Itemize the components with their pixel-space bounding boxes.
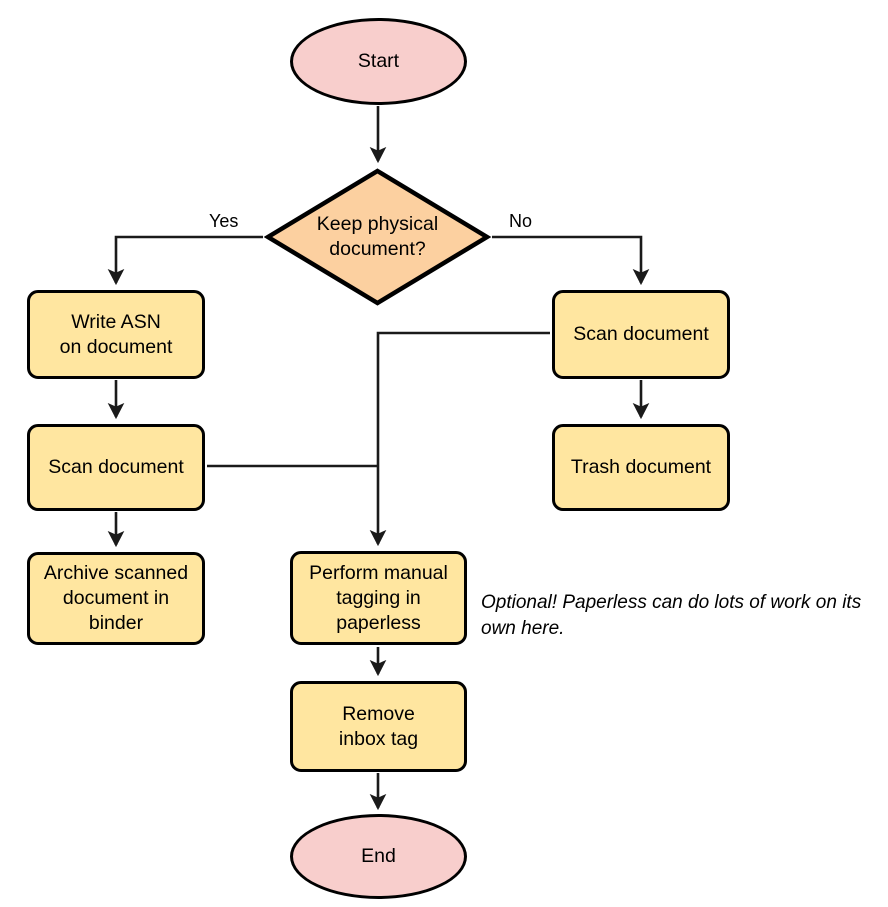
node-decision-keep-physical-document[interactable]: Keep physical document? [263,168,492,306]
edge-decision-yes-to-write-asn [107,235,263,286]
node-end[interactable]: End [290,814,467,899]
node-write-asn-on-document[interactable]: Write ASN on document [27,290,205,379]
node-scan-document-right[interactable]: Scan document [552,290,730,379]
edge-scan-right-to-tagging [369,331,550,547]
node-scan-document-left[interactable]: Scan document [27,424,205,511]
node-decision-label: Keep physical document? [316,213,439,260]
node-start[interactable]: Start [290,18,467,105]
annotation-optional-note: Optional! Paperless can do lots of work … [481,592,862,639]
node-perform-manual-tagging-in-paperless[interactable]: Perform manual tagging in paperless [290,551,467,645]
node-archive-scanned-document-in-binder[interactable]: Archive scanned document in binder [27,552,205,645]
edge-label-no: No [509,211,533,231]
edge-label-yes: Yes [209,211,239,231]
diamond-shape [263,168,492,306]
node-trash-document[interactable]: Trash document [552,424,730,511]
node-remove-inbox-tag[interactable]: Remove inbox tag [290,681,467,772]
edge-decision-no-to-scan-right [492,235,650,286]
